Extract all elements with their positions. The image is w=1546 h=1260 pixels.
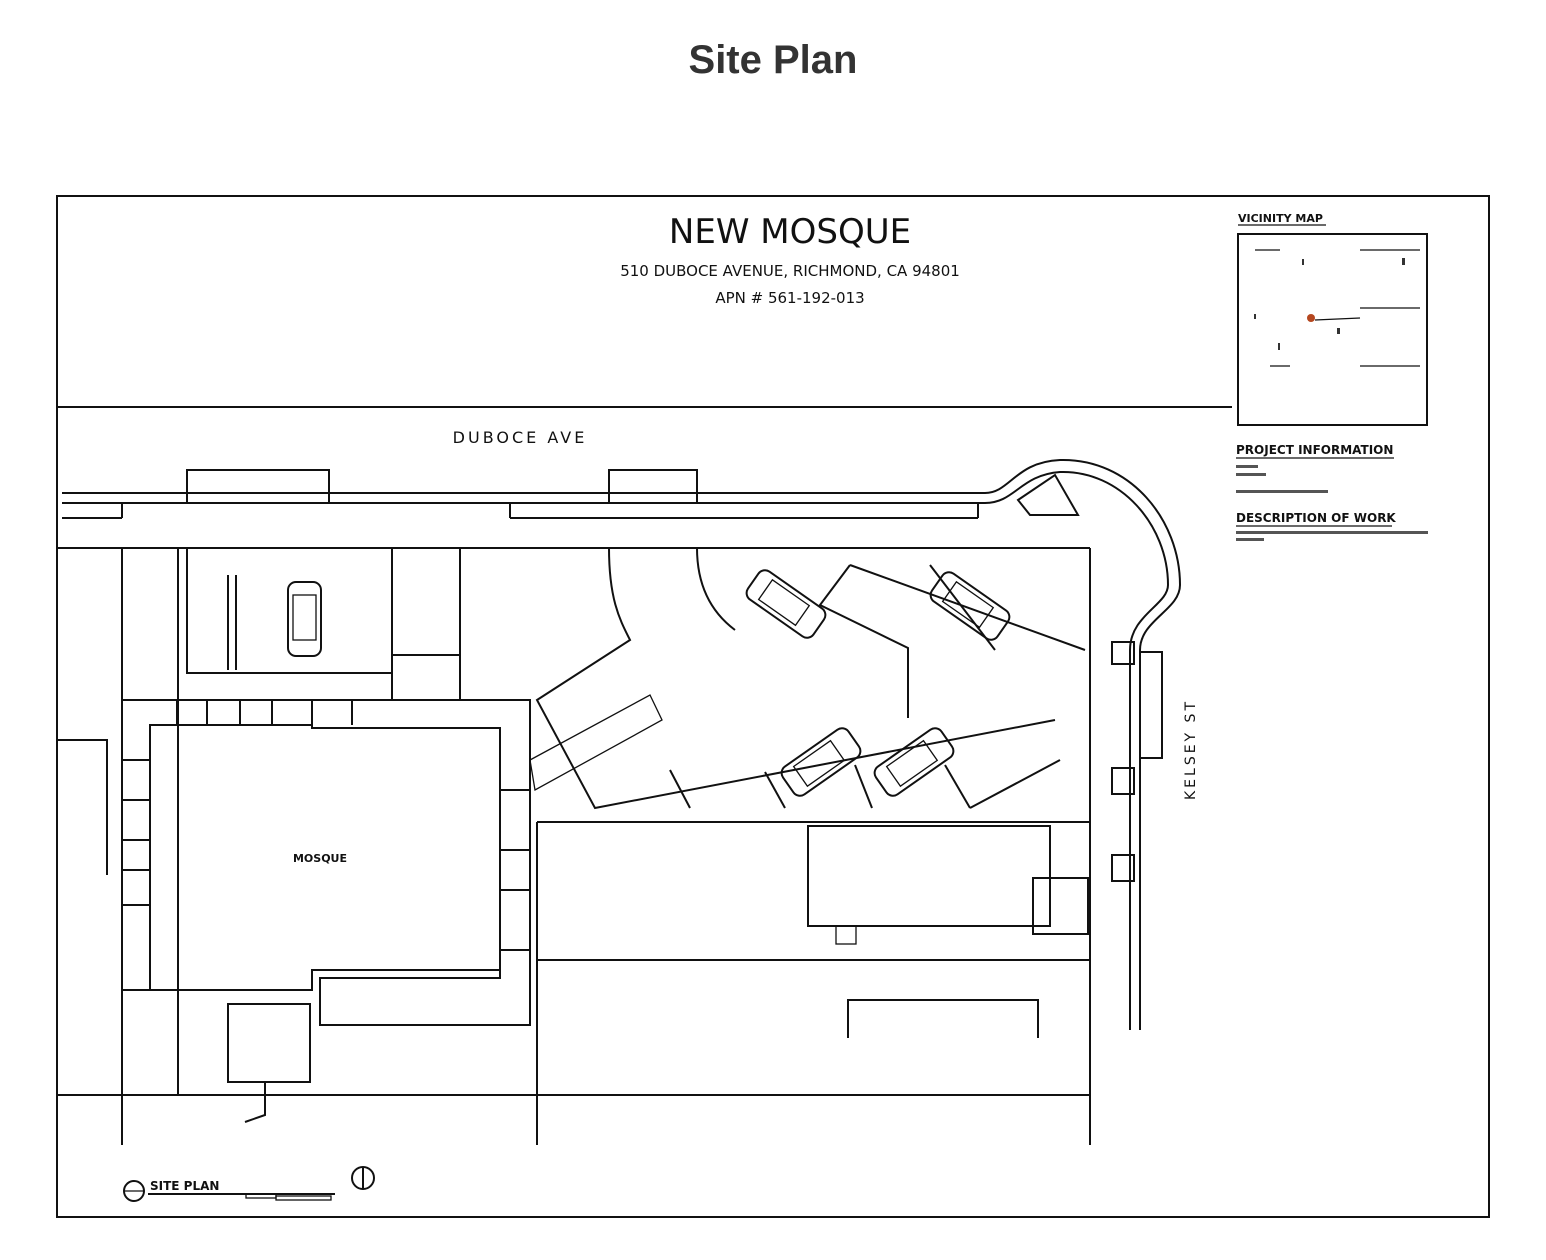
curb-ramp <box>1016 473 1080 516</box>
parking-area <box>186 547 393 674</box>
sidewalk-planters <box>1111 641 1163 882</box>
vicinity-map-labels <box>1254 258 1405 350</box>
car-icon <box>873 727 955 797</box>
accessory-structure <box>807 825 1051 927</box>
project-address: 510 DUBOCE AVENUE, RICHMOND, CA 94801 <box>620 262 960 280</box>
street-label-duboce: DUBOCE AVE <box>453 428 588 447</box>
car-icon <box>929 571 1011 641</box>
street-planter <box>186 469 330 504</box>
project-information-text <box>1236 465 1328 493</box>
car-icon <box>780 727 862 797</box>
description-of-work-label: DESCRIPTION OF WORK <box>1236 511 1396 525</box>
project-title: NEW MOSQUE <box>669 212 911 252</box>
vicinity-map-label: VICINITY MAP <box>1238 212 1323 225</box>
site-location-marker <box>1307 314 1315 322</box>
north-arrow-icon <box>351 1166 375 1190</box>
vicinity-map <box>1237 233 1428 426</box>
drawing-label: SITE PLAN <box>150 1179 219 1193</box>
street-planter <box>608 469 698 504</box>
vicinity-map-roads <box>1255 249 1420 367</box>
building-label: MOSQUE <box>293 852 347 865</box>
description-of-work-text <box>1236 531 1428 541</box>
car-icon <box>287 581 322 657</box>
project-information-label: PROJECT INFORMATION <box>1236 443 1393 457</box>
street-label-kelsey: KELSEY ST <box>1183 699 1199 800</box>
sidewalk-line <box>62 470 1170 1030</box>
building-columns <box>122 700 530 951</box>
project-apn: APN # 561-192-013 <box>715 289 864 307</box>
scale-bar <box>245 1193 332 1201</box>
curb-line <box>62 458 1182 1030</box>
page-title: Site Plan <box>688 38 858 82</box>
driveway <box>535 547 1056 810</box>
building-footprint <box>149 724 501 991</box>
sheet-border <box>56 195 1490 1218</box>
hatched-walkway <box>529 694 663 792</box>
car-icon <box>745 569 827 639</box>
